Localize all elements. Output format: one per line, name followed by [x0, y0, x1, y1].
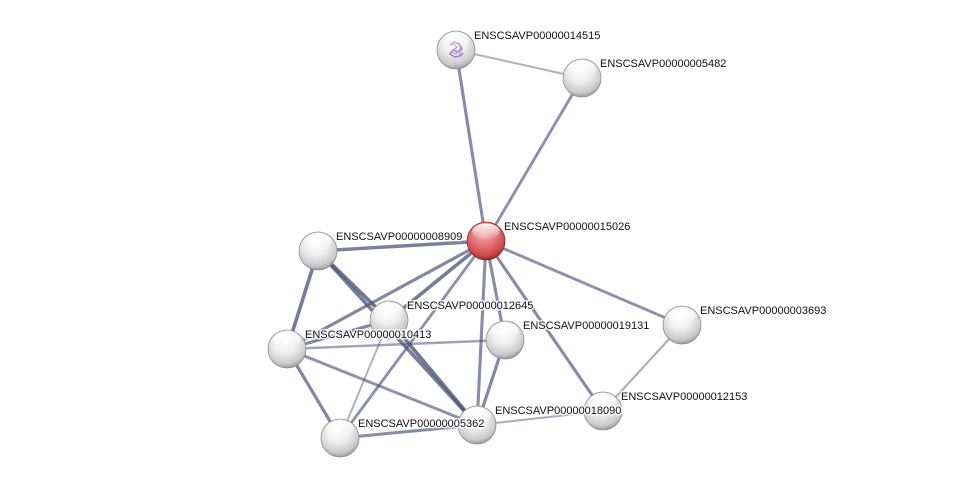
- edge-C-J[interactable]: [475, 239, 488, 427]
- edge-F-J[interactable]: [285, 347, 479, 427]
- node-ENSCSAVP00000005362[interactable]: [320, 418, 360, 458]
- node-ENSCSAVP00000012645[interactable]: [369, 300, 409, 340]
- node-label: ENSCSAVP00000019131: [523, 320, 649, 332]
- node-ENSCSAVP00000008909[interactable]: [298, 231, 338, 271]
- edge-C-D[interactable]: [316, 239, 488, 253]
- node-label: ENSCSAVP00000003693: [700, 305, 826, 317]
- node-ENSCSAVP00000005482[interactable]: [562, 58, 602, 98]
- node-label: ENSCSAVP00000005482: [600, 58, 726, 70]
- node-gloss: [304, 233, 332, 250]
- node-gloss: [273, 331, 301, 348]
- edge-A-C[interactable]: [454, 48, 488, 243]
- node-label: ENSCSAVP00000012153: [621, 391, 747, 403]
- node-ENSCSAVP00000019131[interactable]: [485, 320, 525, 360]
- node-gloss: [589, 393, 617, 410]
- node-ENSCSAVP00000003693[interactable]: [662, 305, 702, 345]
- edge-J-K[interactable]: [475, 409, 605, 427]
- edge-C-K[interactable]: [484, 239, 605, 413]
- node-label: ENSCSAVP00000014515: [474, 30, 600, 42]
- edge-C-E[interactable]: [387, 239, 488, 322]
- node-ENSCSAVP00000015026[interactable]: [466, 221, 506, 261]
- node-ENSCSAVP00000014515[interactable]: [436, 30, 476, 70]
- edge-E-J[interactable]: [387, 318, 479, 427]
- node-label: ENSCSAVP00000005362: [358, 418, 484, 430]
- label-layer: ENSCSAVP00000014515ENSCSAVP00000005482EN…: [304, 29, 828, 432]
- node-gloss: [668, 307, 696, 324]
- node-ENSCSAVP00000010413[interactable]: [267, 329, 307, 369]
- node-label: ENSCSAVP00000010413: [305, 329, 431, 341]
- node-gloss: [326, 420, 354, 437]
- edge-C-F[interactable]: [285, 239, 488, 351]
- node-label: ENSCSAVP00000018090: [495, 405, 621, 417]
- node-label: ENSCSAVP00000015026: [504, 221, 630, 233]
- node-gloss: [568, 60, 596, 77]
- edge-A-B[interactable]: [455, 49, 583, 79]
- edge-C-H[interactable]: [484, 239, 684, 327]
- node-label: ENSCSAVP00000012645: [407, 300, 533, 312]
- node-gloss: [375, 302, 403, 319]
- node-gloss: [491, 322, 519, 339]
- node-gloss: [472, 223, 500, 240]
- node-layer: [267, 30, 702, 458]
- edge-C-I[interactable]: [338, 239, 488, 440]
- node-ENSCSAVP00000018090[interactable]: [457, 405, 497, 445]
- node-gloss: [463, 407, 491, 424]
- edge-I-J[interactable]: [338, 423, 479, 440]
- node-label: ENSCSAVP00000008909: [336, 231, 462, 243]
- edge-H-K[interactable]: [601, 323, 684, 413]
- edge-F-G[interactable]: [285, 338, 507, 351]
- edge-B-C[interactable]: [484, 76, 584, 243]
- node-ENSCSAVP00000012153[interactable]: [583, 391, 623, 431]
- node-gloss: [442, 32, 470, 49]
